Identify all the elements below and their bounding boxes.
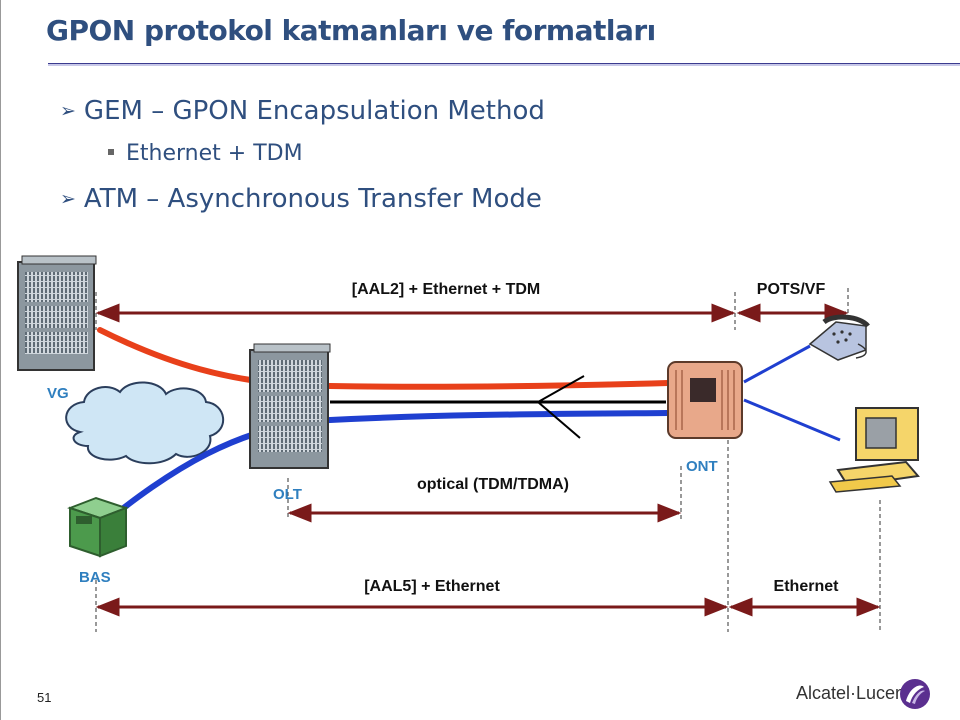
left-border	[0, 0, 1, 720]
vg-ont-link	[97, 327, 671, 390]
split-chevron-icon	[536, 375, 585, 439]
bas-router-icon	[67, 496, 129, 558]
title-underline	[48, 63, 960, 66]
bullet-gem: ➢ GEM – GPON Encapsulation Method	[60, 96, 545, 126]
telephone-icon	[808, 314, 870, 361]
bullet-arrow-icon: ➢	[60, 100, 76, 122]
page-number: 51	[37, 690, 52, 705]
span-label-bottom-main: [AAL5] + Ethernet	[364, 578, 500, 595]
computer-icon	[828, 407, 920, 493]
span-label-bottom-right: Ethernet	[774, 578, 840, 595]
network-cloud-icon	[65, 381, 225, 465]
ont-pc-link	[743, 398, 841, 442]
slide-title: GPON protokol katmanları ve formatları	[46, 14, 656, 47]
sub-bullet-ethernet-tdm: Ethernet + TDM	[108, 141, 303, 166]
ont-phone-link	[743, 344, 811, 384]
bullet-gem-text: GEM – GPON Encapsulation Method	[83, 96, 545, 126]
sub-bullet-text: Ethernet + TDM	[126, 141, 303, 166]
brand-name: Alcatel·Lucent	[796, 683, 911, 703]
span-label-optical: optical (TDM/TDMA)	[417, 476, 569, 493]
bullet-square-icon	[108, 149, 114, 155]
bas-ont-link	[95, 410, 671, 531]
ont-device-icon	[667, 361, 743, 439]
bullet-atm-text: ATM – Asynchronous Transfer Mode	[83, 184, 542, 214]
olt-label: OLT	[273, 486, 302, 503]
alcatel-lucent-logo-icon	[900, 679, 930, 709]
vg-rack-icon	[17, 255, 97, 371]
bullet-atm: ➢ ATM – Asynchronous Transfer Mode	[60, 184, 542, 214]
span-arrows	[95, 303, 881, 617]
span-label-top-main: [AAL2] + Ethernet + TDM	[352, 281, 540, 298]
bas-label: BAS	[79, 569, 111, 586]
ont-label: ONT	[686, 458, 718, 475]
vg-label: VG	[47, 385, 69, 402]
bullet-arrow-icon: ➢	[60, 188, 76, 210]
olt-rack-icon	[249, 343, 331, 469]
span-label-top-right: POTS/VF	[757, 281, 826, 298]
